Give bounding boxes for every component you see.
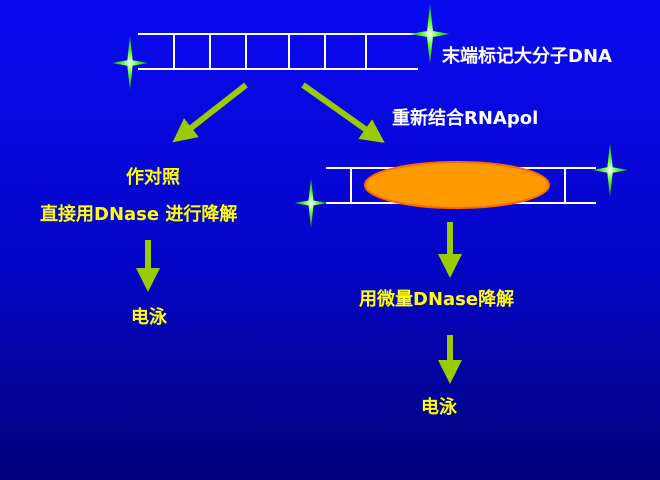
direct-digest-label: 直接用DNase 进行降解 [40, 204, 238, 225]
right-electrophoresis-label: 电泳 [421, 397, 457, 418]
label-star-icon [112, 36, 148, 90]
top-dna-label: 末端标记大分子DNA [442, 46, 612, 67]
arrows [136, 82, 462, 384]
label-star-icon [294, 178, 328, 228]
control-label: 作对照 [126, 167, 180, 188]
left-electrophoresis-label: 电泳 [131, 307, 167, 328]
rebind-label: 重新结合RNApol [392, 108, 539, 129]
top-dna-ladder [138, 33, 418, 70]
arrow-left-branch [172, 82, 248, 143]
rna-polymerase-ellipse [364, 161, 550, 209]
label-star-icon [592, 143, 628, 197]
arrow-right-branch [301, 82, 385, 143]
micro-digest-label: 用微量DNase降解 [359, 289, 515, 310]
